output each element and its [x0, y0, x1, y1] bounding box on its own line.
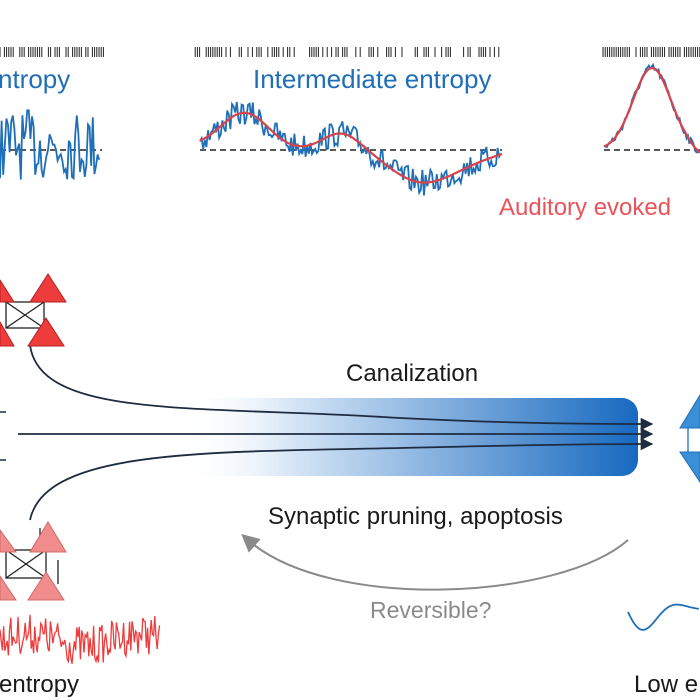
- network-connections-top: [0, 295, 45, 329]
- canalization-gradient-bar: [180, 398, 638, 476]
- reversible-arrow: [241, 534, 629, 591]
- label-low-entropy: Low e: [634, 671, 699, 698]
- label-bottom-entropy: entropy: [0, 671, 80, 698]
- spike-raster-high: [0, 47, 104, 57]
- spike-raster-intermediate: [194, 47, 500, 57]
- neuron-triangle: [0, 575, 17, 601]
- signal-trace-bottom-blue: [627, 603, 699, 631]
- neuron-triangle: [29, 521, 67, 553]
- signal-trace-bottom-red: [0, 614, 161, 664]
- neuron-triangle: [679, 394, 700, 429]
- label-canalization: Canalization: [346, 360, 479, 387]
- neuron-triangle: [27, 317, 65, 347]
- signal-trace-low: [603, 62, 700, 154]
- label-reversible: Reversible?: [370, 597, 492, 623]
- neuron-network-top: [0, 273, 67, 347]
- neuron-triangle: [0, 321, 15, 347]
- neuron-triangle: [29, 273, 67, 303]
- neuron-triangle: [0, 279, 15, 303]
- neuron-triangle: [27, 571, 65, 601]
- neuron-network-right: [679, 394, 700, 483]
- label-synaptic-pruning: Synaptic pruning, apoptosis: [268, 503, 563, 530]
- label-high-entropy: ntropy: [0, 64, 71, 94]
- signal-trace-intermediate: [199, 101, 502, 196]
- arrow-from-bottom-network: [29, 437, 654, 521]
- fit-curve-evoked: [603, 66, 700, 154]
- signal-trace-high: [0, 109, 101, 181]
- fit-curve-intermediate: [199, 111, 503, 184]
- label-intermediate-entropy: Intermediate entropy: [253, 64, 492, 94]
- label-auditory-evoked: Auditory evoked: [499, 194, 672, 221]
- neuron-network-bottom: [0, 521, 67, 601]
- network-connections-bottom: [5, 528, 59, 584]
- neuron-triangle: [679, 451, 700, 483]
- canalization-arrows: [18, 344, 654, 521]
- spike-raster-low: [602, 47, 700, 57]
- neuron-triangle: [0, 529, 17, 553]
- arrow-from-top-network: [29, 344, 654, 431]
